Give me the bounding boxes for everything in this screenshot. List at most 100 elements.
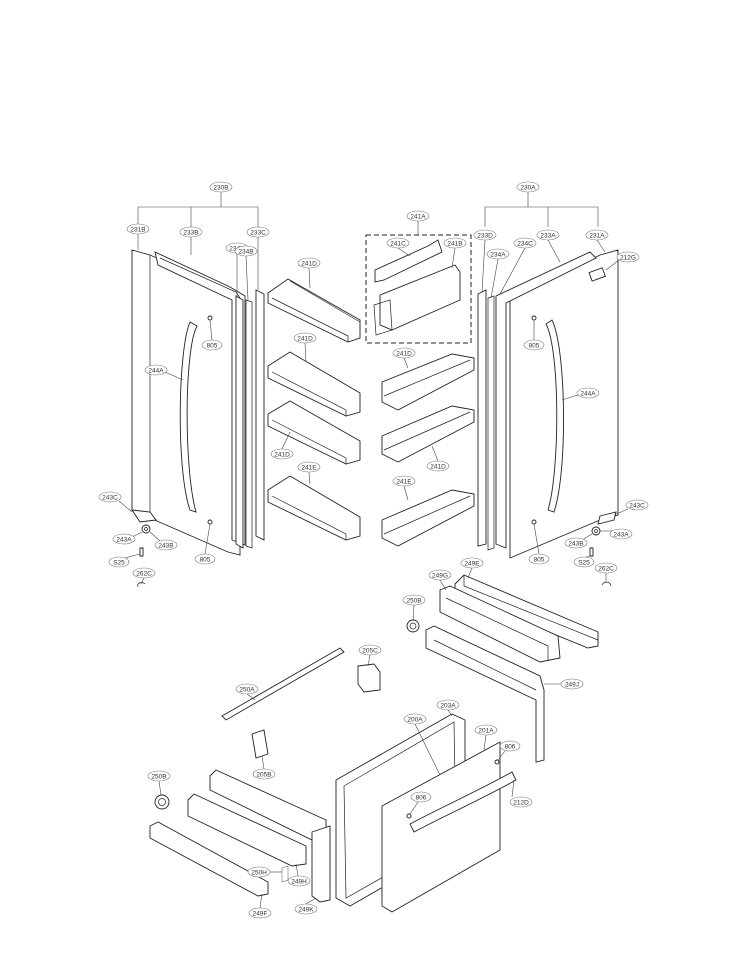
callout-249J: 249J [544, 678, 584, 690]
callout-label: 231A [589, 233, 605, 240]
callout-label: 250B [406, 598, 421, 605]
callout-241D-l1: 241D [297, 257, 321, 289]
callout-label: 233C [250, 230, 266, 237]
callout-label: 241E [301, 465, 317, 472]
right-door-gasket [495, 251, 597, 549]
callout-805-right-bottom: 805 [528, 523, 550, 565]
callout-805-left-top: 805 [201, 319, 223, 351]
bin-241E-right [381, 489, 475, 547]
callout-label: 249J [565, 682, 579, 689]
callout-241E-l: 241E [297, 461, 321, 485]
bin-241D-left-1 [267, 278, 361, 343]
bracket-249G-lower [187, 793, 307, 867]
callout-label: 231B [130, 227, 145, 234]
callout-label: 249F [253, 911, 268, 918]
callout-243A-right: 243A [600, 528, 633, 540]
callout-262C-right: 262C [594, 562, 618, 582]
callout-label: 241D [430, 464, 446, 471]
callout-244A-left: 244A [144, 364, 184, 381]
callout-243B-left: 243B [149, 531, 178, 551]
callout-label: 805 [207, 343, 218, 350]
callout-label: 241D [297, 336, 313, 343]
callout-label: 243C [629, 503, 645, 510]
callout-label: 241B [447, 241, 462, 248]
callout-label: 241E [396, 479, 412, 486]
callout-234C: 234C [499, 237, 537, 295]
callout-label: 241A [410, 214, 426, 221]
right-door-panel [509, 249, 619, 559]
left-door-liner-strip-2 [255, 289, 265, 541]
callout-label: 200A [407, 717, 423, 724]
callout-label: 234B [238, 249, 253, 256]
callout-label: 234A [490, 252, 506, 259]
rod-250A [221, 647, 345, 721]
bin-241D-right-1 [381, 353, 475, 411]
left-hinge-bracket [131, 509, 157, 523]
callout-243C-right: 243C [613, 499, 649, 516]
bin-241E-left [267, 475, 361, 541]
callout-label: 243A [116, 537, 132, 544]
bin-241C [374, 239, 443, 283]
callout-label: S25 [113, 560, 125, 567]
callout-233A: 233A [536, 229, 561, 263]
callout-label: 212D [513, 800, 529, 807]
callout-label: 806 [505, 744, 516, 751]
callout-label: 241D [396, 351, 412, 358]
callout-label: 203A [440, 703, 456, 710]
callout-label: 234C [517, 241, 533, 248]
callout-241A: 241A [406, 210, 430, 235]
callout-label: 241D [274, 452, 290, 459]
callout-label: 249G [432, 573, 448, 580]
callout-250B-top: 250B [402, 594, 426, 621]
callout-230B: 230B [209, 181, 233, 196]
left-door-assembly [131, 196, 265, 588]
clip-205B [251, 729, 269, 759]
callout-244A-right: 244A [561, 387, 600, 401]
callout-S25-right: S25 [573, 555, 595, 568]
callout-label: 805 [200, 557, 211, 564]
slide-249J [425, 625, 545, 763]
callout-250B-bottom: 250B [147, 770, 171, 796]
callout-label: 243A [613, 532, 629, 539]
callout-241D-r1: 241D [392, 347, 416, 369]
callout-249F: 249F [248, 893, 272, 919]
callout-205B: 205B [252, 755, 276, 780]
callout-label: 249E [464, 561, 480, 568]
callout-243C-left: 243C [98, 491, 133, 513]
bin-241D-right-2 [381, 405, 475, 463]
callout-label: 241D [301, 261, 317, 268]
callout-805-right-top: 805 [523, 320, 545, 351]
callout-241B: 241B [443, 237, 467, 269]
callout-231A: 231A [585, 229, 609, 253]
callout-234A: 234A [486, 248, 510, 299]
callout-label: 249H [291, 879, 307, 886]
callout-label: 201A [478, 728, 494, 735]
callout-label: 241C [390, 241, 406, 248]
drawer-front-201A [381, 741, 501, 913]
bin-241A-group [365, 234, 472, 344]
callout-label: 233B [183, 230, 198, 237]
bin-241B [379, 264, 461, 331]
callout-label: S25 [578, 560, 590, 567]
callout-234B: 234B [234, 245, 258, 301]
callout-label: 262C [136, 571, 152, 578]
callout-label: 233A [540, 233, 556, 240]
guide-205C [357, 663, 381, 693]
callout-200A: 200A [403, 713, 441, 776]
right-door-bins [381, 353, 475, 547]
callout-233B: 233B [179, 226, 203, 255]
drawer-assembly [149, 574, 599, 913]
callout-806-left: 806 [409, 791, 432, 815]
right-door-liner-strip [477, 289, 487, 547]
callout-S25-left: S25 [108, 553, 141, 568]
callout-250H: 250H [247, 866, 282, 878]
callout-249G: 249G [428, 569, 452, 591]
callout-201A: 201A [474, 724, 498, 751]
callout-label: 243B [158, 543, 173, 550]
callout-label: 805 [529, 343, 540, 350]
callout-203A: 203A [436, 699, 460, 717]
drawer-handle-212D [409, 771, 517, 833]
callout-249H: 249H [287, 863, 311, 887]
callouts: 230B 231B 233B 233C 234D 234B 244A 805 2… [98, 181, 649, 919]
